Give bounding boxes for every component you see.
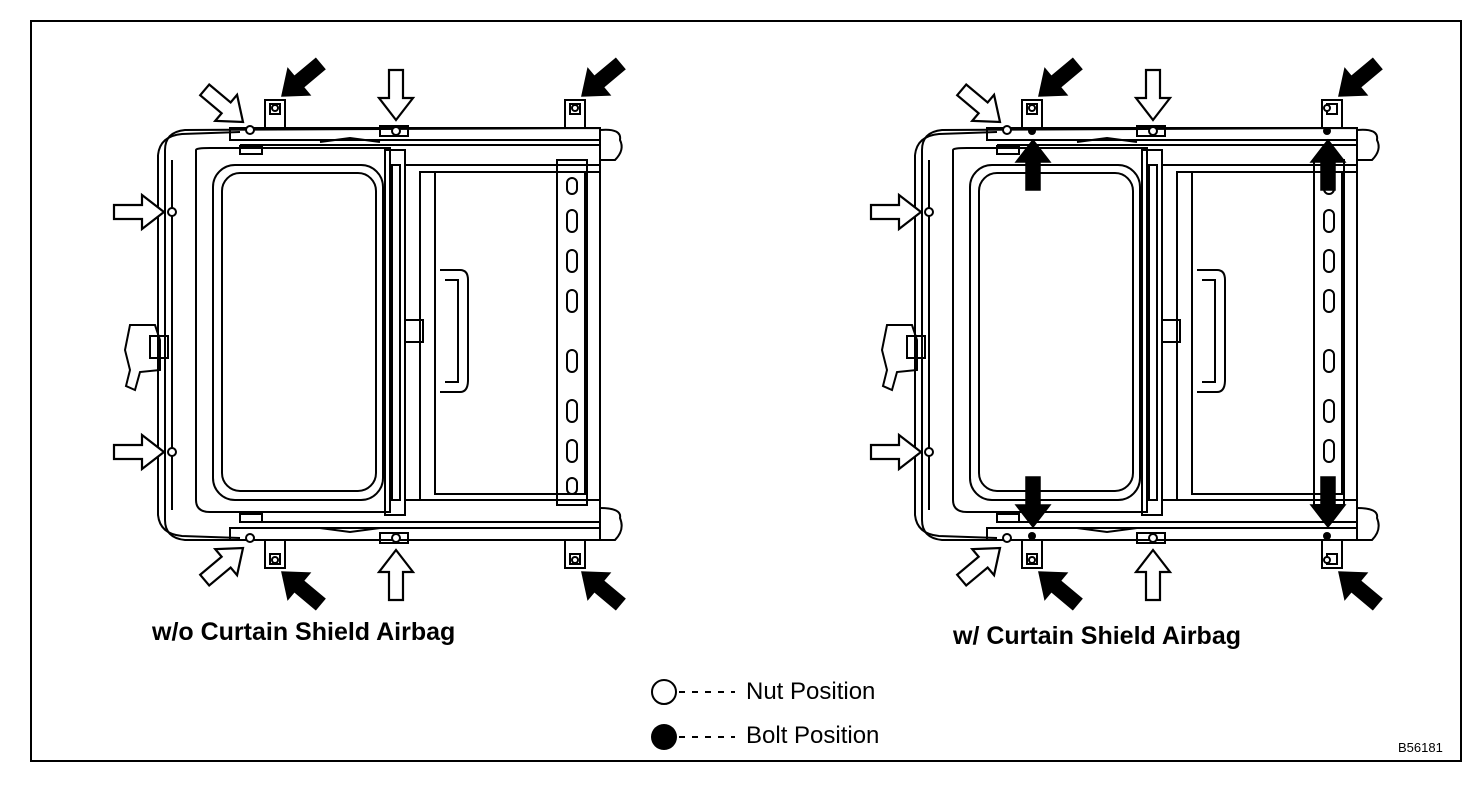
legend-bolt-label: Bolt Position [746,722,880,749]
caption-with-airbag: w/ Curtain Shield Airbag [953,622,1241,650]
housing-with-airbag [871,51,1388,617]
diagram-frame [30,20,1462,762]
housing-without-airbag [114,51,631,617]
legend-symbols [651,679,735,750]
caption-without-airbag: w/o Curtain Shield Airbag [152,618,456,646]
bolt-symbol-filled-circle [651,724,677,750]
nut-symbol-open-circle [651,679,677,705]
legend-nut-label: Nut Position [746,678,876,705]
figure-id: B56181 [1398,740,1443,755]
